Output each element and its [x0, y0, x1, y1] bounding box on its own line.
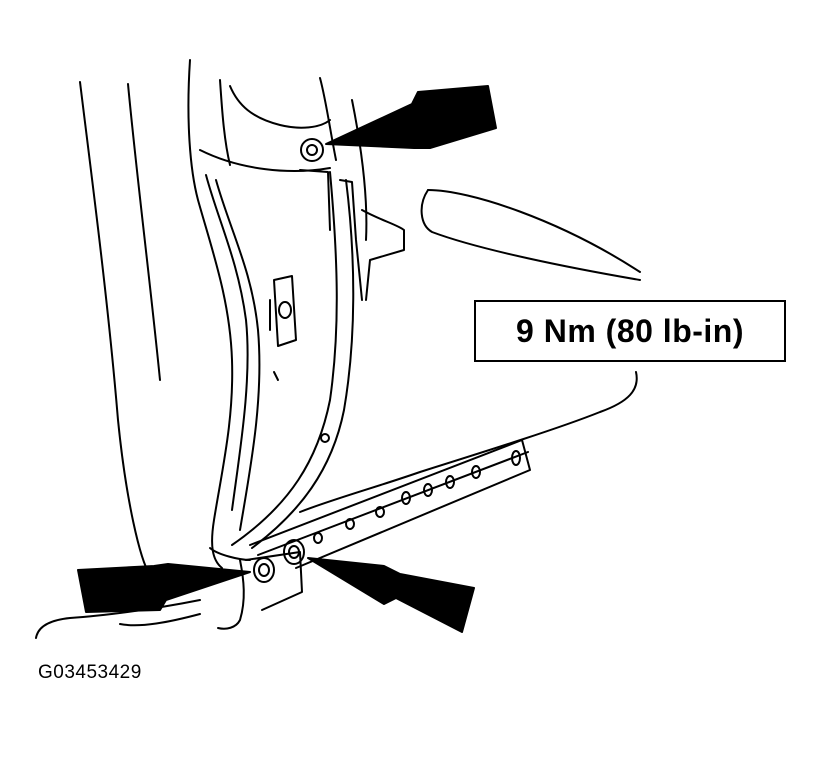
lower-right-arrow-icon [307, 557, 475, 633]
lower-left-arrow-icon [77, 563, 251, 613]
pillar-base [35, 547, 303, 639]
side-bracket [269, 275, 297, 381]
door-trim [299, 189, 641, 513]
upper-bracket [199, 77, 405, 301]
torque-label: 9 Nm (80 lb-in) [516, 312, 744, 349]
torque-callout: 9 Nm (80 lb-in) [474, 300, 786, 362]
pillar-outline [79, 59, 261, 576]
upper-arrow-icon [325, 85, 497, 149]
sill-curve [231, 99, 368, 549]
upper-bolt-icon [300, 138, 324, 162]
lower-right-bolt-icon [283, 539, 305, 565]
figure-id: G03453429 [38, 662, 142, 683]
scuff-plate [249, 433, 531, 569]
lower-left-bolt-icon [253, 557, 275, 583]
